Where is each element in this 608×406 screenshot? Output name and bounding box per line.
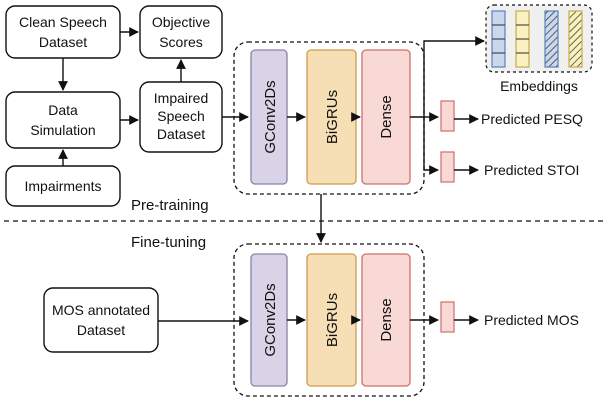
- impaired-label-2: Speech: [157, 108, 204, 124]
- dense-label-bottom: Dense: [378, 298, 395, 341]
- gconv-label-bottom: GConv2Ds: [262, 283, 279, 356]
- embeddings-label: Embeddings: [500, 78, 578, 94]
- gconv-label-top: GConv2Ds: [262, 80, 279, 153]
- impairments-box: Impairments: [5, 165, 121, 207]
- mos-label-1: MOS annotated: [52, 302, 150, 318]
- impairments-label: Impairments: [24, 178, 101, 194]
- predicted-mos-label: Predicted MOS: [484, 312, 579, 328]
- dense-label-top: Dense: [378, 95, 395, 138]
- clean-speech-label-2: Dataset: [39, 34, 87, 50]
- objective-scores-box: Objective Scores: [139, 5, 223, 59]
- finetuning-label: Fine-tuning: [131, 234, 206, 251]
- arrow-to-embeddings: [410, 36, 485, 118]
- impaired-label-3: Dataset: [157, 126, 205, 142]
- arrow-to-stoi-head: [423, 117, 439, 175]
- data-sim-label-1: Data: [48, 102, 78, 118]
- finetuning-model: GConv2Ds BiGRUs Dense: [233, 243, 425, 397]
- objective-label-1: Objective: [152, 14, 211, 30]
- impaired-label-1: Impaired: [154, 90, 208, 106]
- predicted-pesq-label: Predicted PESQ: [481, 111, 583, 127]
- clean-speech-box: Clean Speech Dataset: [5, 5, 121, 59]
- objective-label-2: Scores: [159, 34, 203, 50]
- embedding-blue-hatched: [544, 10, 559, 68]
- bigru-label-top: BiGRUs: [324, 90, 341, 144]
- data-simulation-box: Data Simulation: [5, 91, 121, 149]
- stoi-head: [440, 151, 455, 183]
- mos-label-2: Dataset: [77, 322, 125, 338]
- clean-speech-label-1: Clean Speech: [19, 14, 107, 30]
- pretraining-label: Pre-training: [131, 197, 209, 214]
- pretraining-model: GConv2Ds BiGRUs Dense: [233, 41, 425, 195]
- predicted-stoi-label: Predicted STOI: [484, 162, 579, 178]
- embedding-yellow-hatched: [568, 10, 583, 68]
- pesq-head: [440, 100, 455, 132]
- mos-dataset-box: MOS annotated Dataset: [43, 287, 159, 353]
- data-sim-label-2: Simulation: [30, 122, 95, 138]
- embedding-blue-plain: [491, 10, 506, 68]
- bigru-label-bottom: BiGRUs: [324, 293, 341, 347]
- embedding-yellow-plain: [515, 10, 530, 68]
- mos-head: [440, 301, 455, 333]
- embeddings-panel: Embeddings: [485, 4, 593, 94]
- impaired-speech-box: Impaired Speech Dataset: [139, 81, 223, 153]
